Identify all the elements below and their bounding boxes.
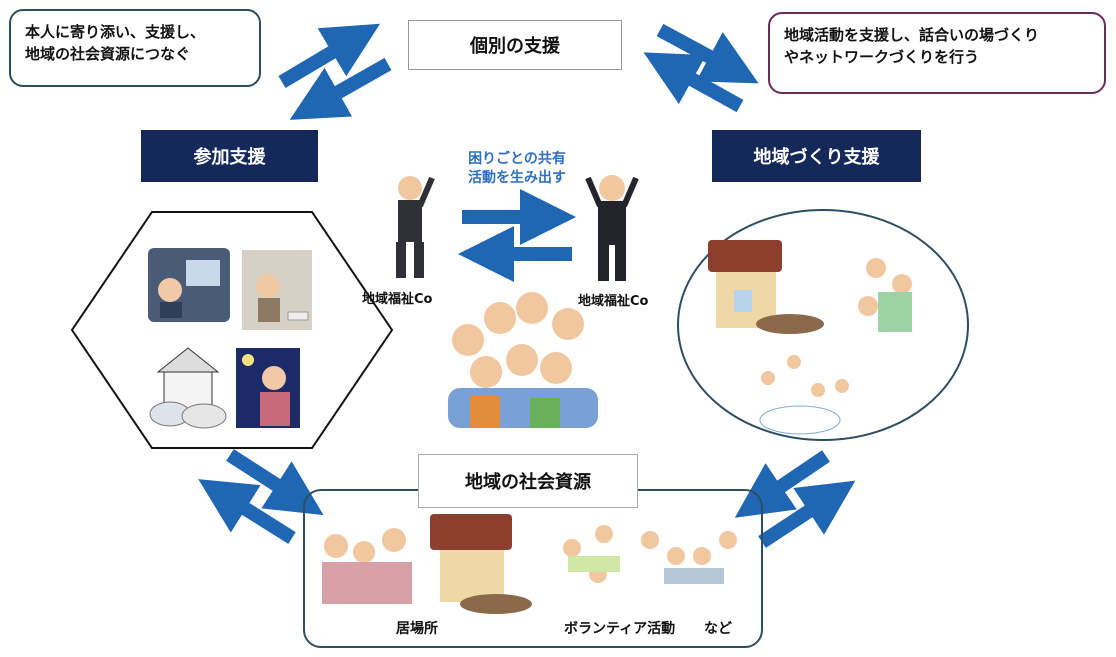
coordinator-right-label: 地域福祉Co	[578, 294, 649, 309]
elderly-illustration	[242, 250, 312, 330]
social-resources-title: 地域の社会資源	[418, 454, 638, 508]
etc-label: など	[704, 621, 732, 637]
community-building-label: 地域づくり支援	[753, 147, 880, 168]
arrow-up-left	[198, 479, 296, 544]
night-parent-illustration	[236, 348, 300, 428]
volunteer-label: ボランティア活動	[564, 621, 676, 637]
participation-support-header: 参加支援	[141, 130, 318, 182]
callout-text: 地域活動を支援し、話合いの場づくり やネットワークづくりを行う	[784, 26, 1040, 66]
caption-line-2: 活動を生み出す	[468, 170, 566, 186]
gathering-place-illustration	[322, 528, 412, 604]
arrow-down-right	[656, 23, 759, 84]
callout-community-support: 地域活動を支援し、話合いの場づくり やネットワークづくりを行う	[768, 12, 1106, 94]
center-caption: 困りごとの共有 活動を生み出す	[438, 150, 596, 188]
arrow-up-right	[758, 480, 856, 548]
arrow-down-left	[289, 57, 392, 120]
individual-support-box: 個別の支援	[408, 20, 622, 70]
social-resources-label: 地域の社会資源	[465, 472, 591, 493]
isolation-illustration	[148, 248, 230, 322]
participation-support-label: 参加支援	[193, 147, 266, 168]
network-people-illustration	[759, 355, 849, 435]
coordinator-left-label: 地域福祉Co	[362, 292, 433, 307]
community-building-header: 地域づくり支援	[712, 130, 921, 182]
meeting-illustration	[858, 258, 912, 332]
coordinator-man-figure	[585, 175, 639, 281]
coordinator-woman-figure	[396, 176, 435, 278]
individual-support-label: 個別の支援	[470, 36, 560, 57]
trash-house-illustration	[149, 347, 227, 429]
callout-text: 本人に寄り添い、支援し、 地域の社会資源につなぐ	[25, 23, 206, 63]
kids-cafeteria-illustration	[708, 240, 824, 334]
arrow-down-left	[734, 450, 830, 518]
arrow-up-left	[643, 52, 744, 113]
caption-line-1: 困りごとの共有	[468, 151, 566, 167]
arrow-down-right	[226, 449, 324, 516]
volunteer-illustration	[563, 525, 737, 584]
kids-cafeteria-bottom-illustration	[430, 514, 532, 614]
callout-individual-support: 本人に寄り添い、支援し、 地域の社会資源につなぐ	[9, 9, 261, 87]
cheering-crowd	[448, 292, 598, 428]
gathering-place-label: 居場所	[396, 621, 438, 637]
